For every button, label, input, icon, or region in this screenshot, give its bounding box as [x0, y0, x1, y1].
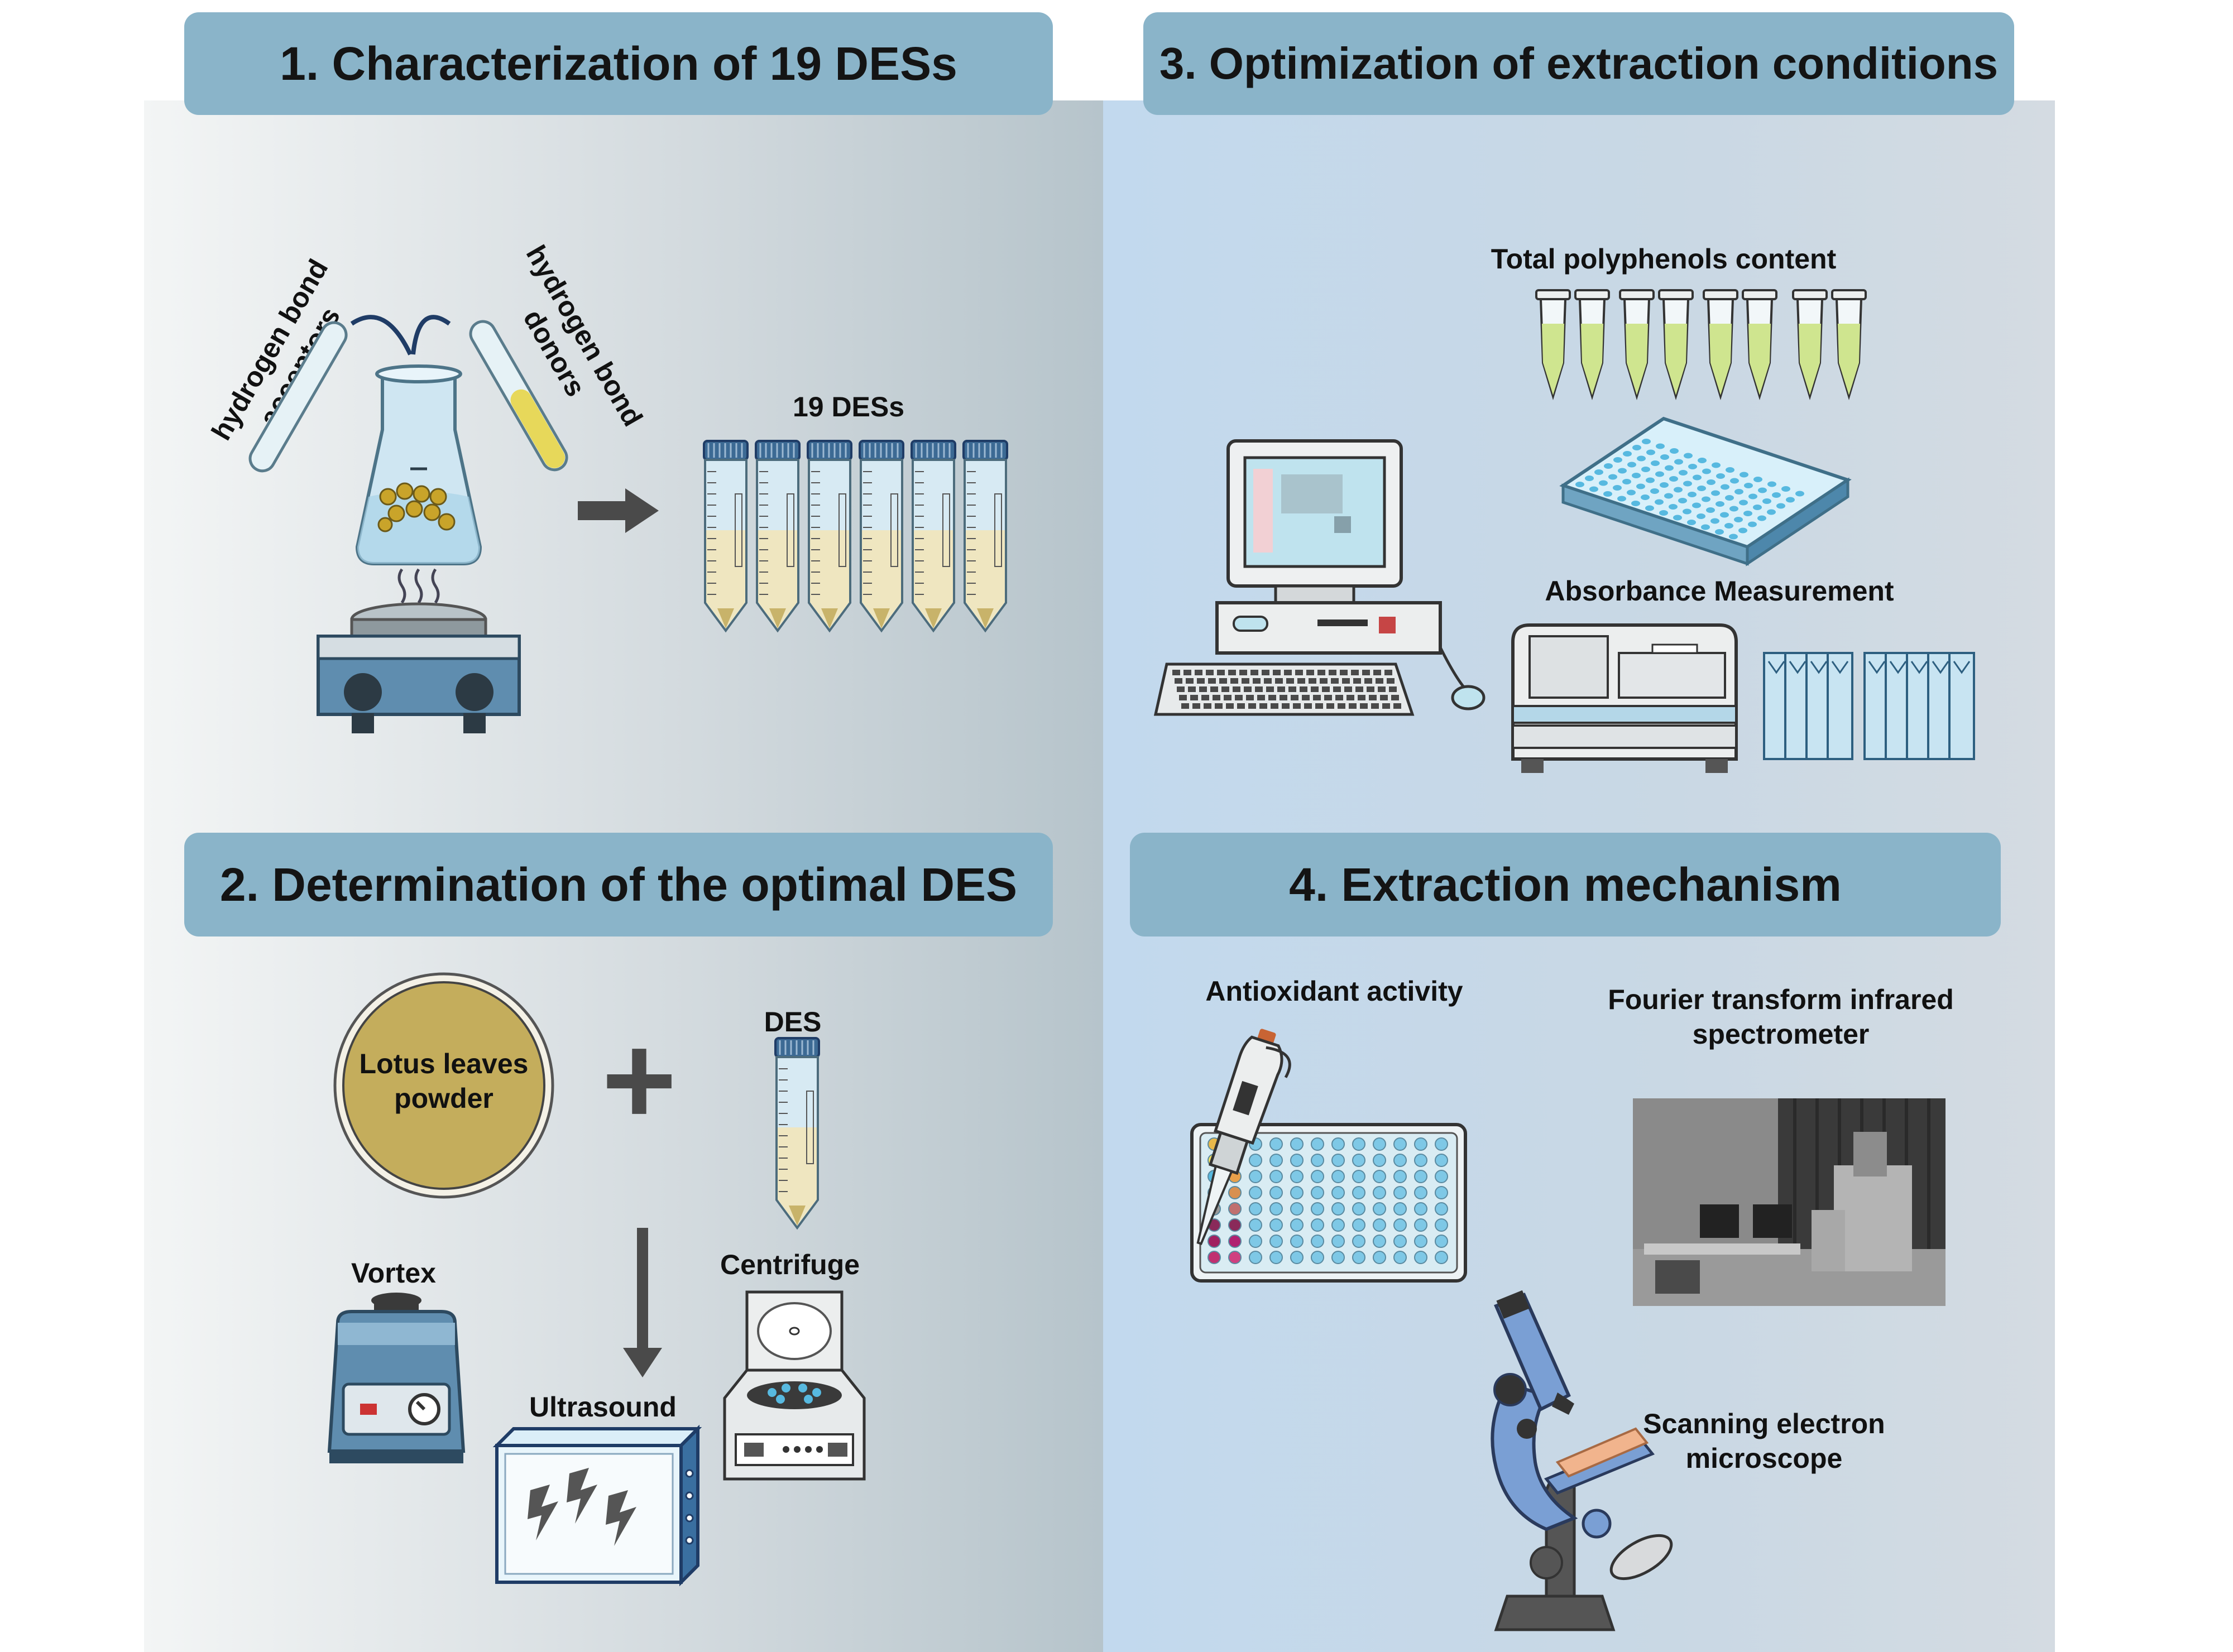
section-1-title: 1. Characterization of 19 DESs [280, 37, 957, 90]
absorbance-measurement-label: Absorbance Measurement [1545, 575, 1894, 607]
cuvettes [1763, 652, 1975, 760]
eppendorf-tube-1 [1535, 289, 1571, 400]
arrow-to-tubes [578, 488, 659, 533]
eppendorf-tube-6 [1742, 289, 1777, 400]
des-label: DES [764, 1006, 822, 1038]
sem-label: Scanning electron microscope [1608, 1406, 1920, 1476]
lotus-powder-label: Lotus leaves powder [335, 1046, 553, 1116]
des-tube-6 [962, 440, 1008, 633]
eppendorf-tube-7 [1792, 289, 1828, 400]
donor-test-tube [469, 320, 568, 472]
powder-line-1: Lotus leaves [359, 1048, 529, 1079]
sem-line-2: microscope [1685, 1443, 1843, 1474]
lotus-powder-dish [333, 972, 554, 1199]
des-tube-rack [703, 440, 1008, 633]
eppendorf-tubes-and-plate [1535, 289, 1867, 566]
vortex-mixer [327, 1293, 466, 1463]
des-tube [774, 1037, 820, 1230]
ftir-line-2: spectrometer [1692, 1019, 1870, 1050]
powder-line-2: powder [394, 1083, 493, 1114]
centrifuge [723, 1290, 866, 1481]
ultrasound-bath [492, 1424, 702, 1587]
sem-line-1: Scanning electron [1643, 1408, 1885, 1439]
vortex-label: Vortex [351, 1257, 436, 1289]
pipette-and-microplate [1190, 1029, 1467, 1283]
cuvette-4 [1827, 652, 1853, 760]
eppendorf-tube-3 [1619, 289, 1655, 400]
eppendorf-tube-5 [1703, 289, 1738, 400]
section-4-header: 4. Extraction mechanism [1130, 833, 2001, 937]
des-tubes-label: 19 DESs [792, 391, 905, 422]
des-tube-1 [703, 440, 749, 633]
computer-workstation [1153, 439, 1486, 716]
acceptor-test-tube [248, 321, 348, 473]
flask-hotplate-illustration [248, 315, 568, 733]
microscope-illustration [1491, 1290, 1673, 1631]
des-tube-2 [755, 440, 801, 633]
des-tube-4 [859, 440, 904, 633]
eppendorf-tube-2 [1574, 289, 1610, 400]
section-4-title: 4. Extraction mechanism [1289, 858, 1842, 911]
section-2-header: 2. Determination of the optimal DES [184, 833, 1053, 937]
eppendorf-tube-4 [1658, 289, 1694, 400]
centrifuge-label: Centrifuge [720, 1249, 860, 1280]
ftir-instrument-photo [1633, 1098, 1946, 1306]
des-tube-3 [807, 440, 852, 633]
des-tube-5 [911, 440, 956, 633]
antioxidant-activity-label: Antioxidant activity [1205, 976, 1463, 1007]
cuvette-9 [1948, 652, 1975, 760]
des-single-tube [774, 1037, 820, 1230]
down-arrow [623, 1228, 662, 1377]
particles [377, 482, 456, 532]
section-1-header: 1. Characterization of 19 DESs [184, 12, 1053, 115]
section-3-header: 3. Optimization of extraction conditions [1143, 12, 2014, 115]
section-2-title: 2. Determination of the optimal DES [219, 858, 1018, 911]
section-3-title: 3. Optimization of extraction conditions [1159, 39, 1999, 88]
plus-sign: + [601, 1008, 677, 1151]
ftir-line-1: Fourier transform infrared [1608, 984, 1954, 1015]
ultrasound-label: Ultrasound [529, 1391, 677, 1423]
ftir-label: Fourier transform infrared spectrometer [1580, 982, 1982, 1051]
eppendorf-tube-8 [1831, 289, 1867, 400]
total-polyphenols-label: Total polyphenols content [1491, 243, 1837, 275]
spectrophotometer [1511, 623, 1738, 773]
